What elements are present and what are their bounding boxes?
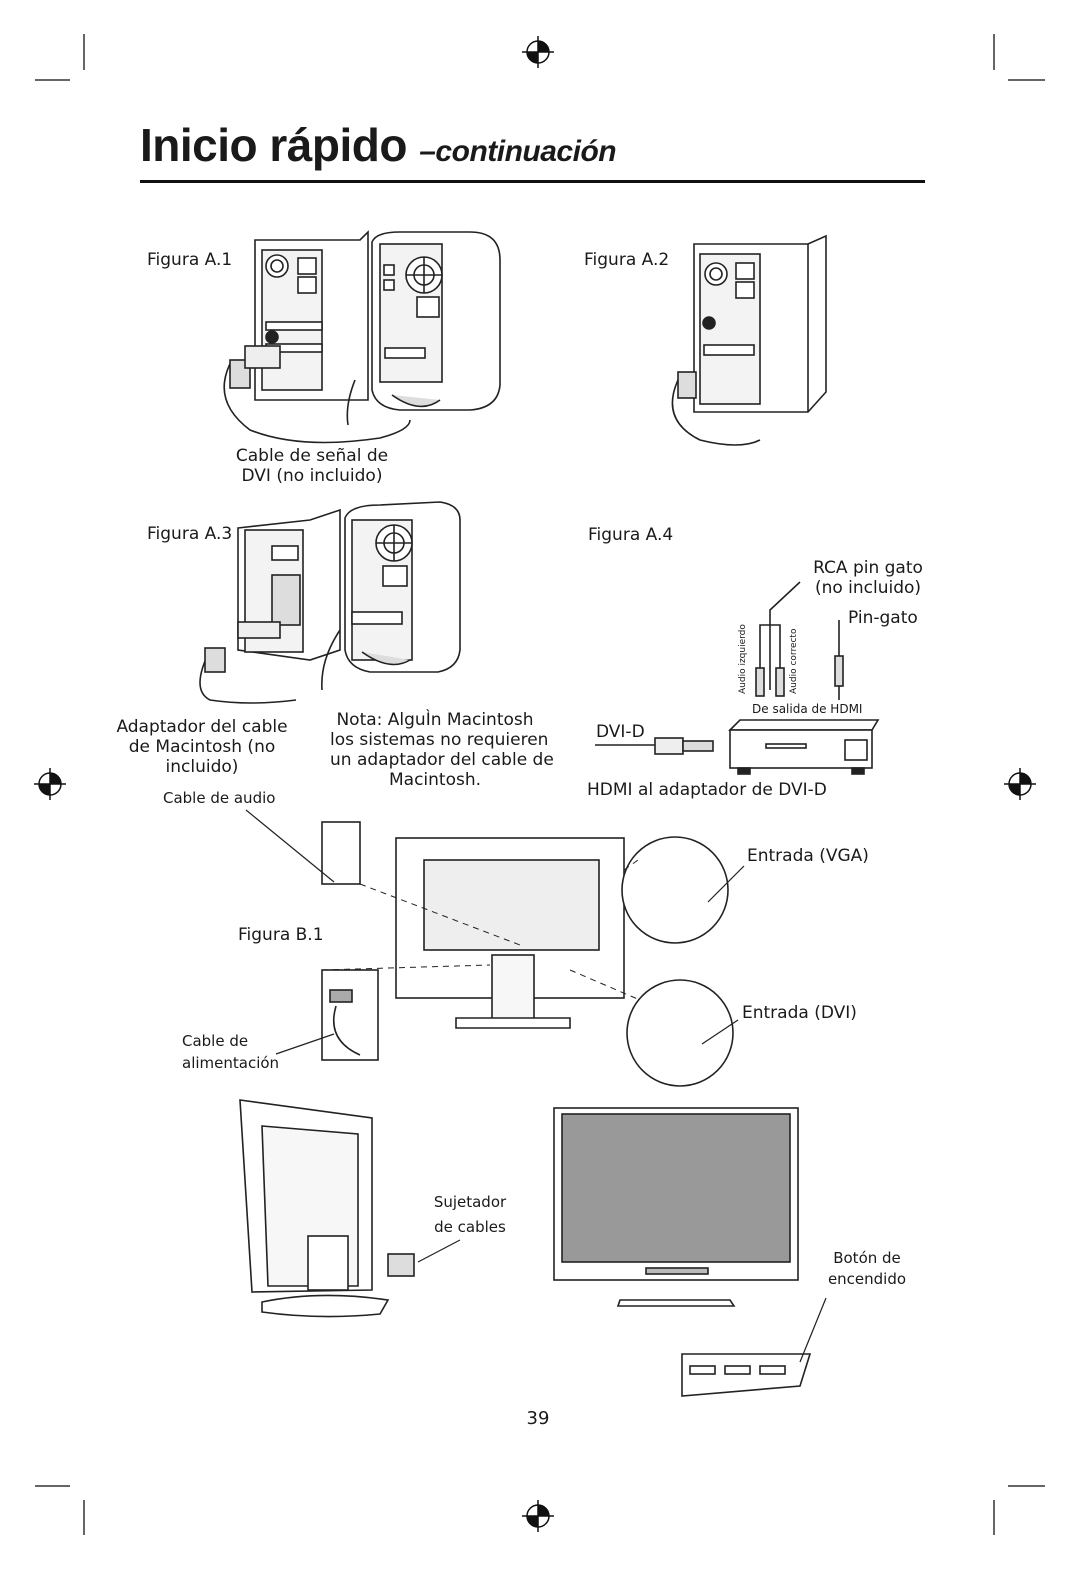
figure-a1-label: Figura A.1 bbox=[147, 250, 233, 270]
figure-b1-dvi-input: Entrada (DVI) bbox=[742, 1003, 857, 1023]
figure-a3-note-line2: los sistemas no requieren bbox=[330, 730, 549, 750]
figure-a3-adapter-line1: Adaptador del cable bbox=[116, 717, 288, 737]
figure-a3-adapter-line3: incluido) bbox=[165, 757, 239, 777]
page-title-subtitle: –continuación bbox=[419, 135, 617, 168]
power-button-line2: encendido bbox=[827, 1270, 907, 1288]
figure-a4-pin-gato: Pin-gato bbox=[848, 608, 918, 628]
figure-b1-audio-cable: Cable de audio bbox=[163, 789, 276, 807]
figure-a4-audio-left: Audio izquierdo bbox=[738, 624, 748, 694]
figure-b1-power-line2: alimentación bbox=[182, 1054, 280, 1072]
title-rule bbox=[140, 180, 925, 183]
power-button-caption: Botón de encendido bbox=[822, 1248, 912, 1290]
monitor-side-view bbox=[239, 1099, 415, 1318]
figure-b1-vga-input: Entrada (VGA) bbox=[747, 846, 869, 866]
power-button-line1: Botón de bbox=[833, 1249, 901, 1267]
page-number: 39 bbox=[526, 1408, 550, 1429]
figure-a3-mac-tower bbox=[321, 501, 461, 691]
figure-a3-note-line1: Nota: AlguÌn Macintosh bbox=[336, 710, 534, 730]
page-title-main: Inicio rápido bbox=[140, 119, 407, 171]
cable-holder-line2: de cables bbox=[434, 1218, 506, 1236]
monitor-front-view bbox=[553, 1107, 812, 1397]
figure-a4-rca-caption: RCA pin gato (no incluido) bbox=[810, 558, 926, 598]
figure-a3-adapter-line2: de Macintosh (no bbox=[128, 737, 276, 757]
figure-a3-note: Nota: AlguÌn Macintosh los sistemas no r… bbox=[330, 710, 554, 790]
figure-a1-caption-line1: Cable de señal de bbox=[235, 446, 389, 466]
figure-a2-pc-tower bbox=[671, 234, 827, 446]
figure-a1-caption-line2: DVI (no incluido) bbox=[241, 466, 383, 486]
figure-a3-adapter-caption: Adaptador del cable de Macintosh (no inc… bbox=[112, 717, 292, 777]
figure-a4-rca-line2: (no incluido) bbox=[814, 578, 922, 598]
figure-b1-power-line1: Cable de bbox=[182, 1032, 249, 1050]
figure-a4-dvi-d: DVI-D bbox=[596, 722, 645, 742]
figure-a4-hdmi-out: De salida de HDMI bbox=[752, 702, 863, 716]
figure-a4-caption: HDMI al adaptador de DVI-D bbox=[587, 780, 827, 800]
figure-a3-note-line3: un adaptador del cable de bbox=[330, 750, 554, 770]
figure-a4-rca-line1: RCA pin gato bbox=[813, 558, 923, 578]
figure-a4-hdmi-device bbox=[595, 581, 880, 775]
figure-a3-note-line4: Macintosh. bbox=[388, 770, 482, 790]
figure-a3-pc-tower bbox=[199, 508, 341, 704]
figure-a2-label: Figura A.2 bbox=[584, 250, 670, 270]
cable-holder-line1: Sujetador bbox=[433, 1193, 507, 1211]
cable-holder-caption: Sujetador de cables bbox=[430, 1190, 510, 1240]
figure-a3-label: Figura A.3 bbox=[147, 524, 233, 544]
figure-a1-caption: Cable de señal de DVI (no incluido) bbox=[232, 446, 392, 486]
figure-a4-audio-right: Audio correcto bbox=[789, 628, 799, 694]
figure-a1-mac-tower bbox=[346, 231, 501, 426]
figure-a1-pc-tower bbox=[223, 230, 411, 444]
figure-b1-label: Figura B.1 bbox=[238, 925, 324, 945]
figure-b1-power-cable: Cable de alimentación bbox=[182, 1030, 279, 1074]
figure-b1-monitor-back bbox=[321, 821, 734, 1087]
page-title: Inicio rápido –continuación bbox=[140, 118, 617, 172]
figure-a4-label: Figura A.4 bbox=[588, 525, 674, 545]
